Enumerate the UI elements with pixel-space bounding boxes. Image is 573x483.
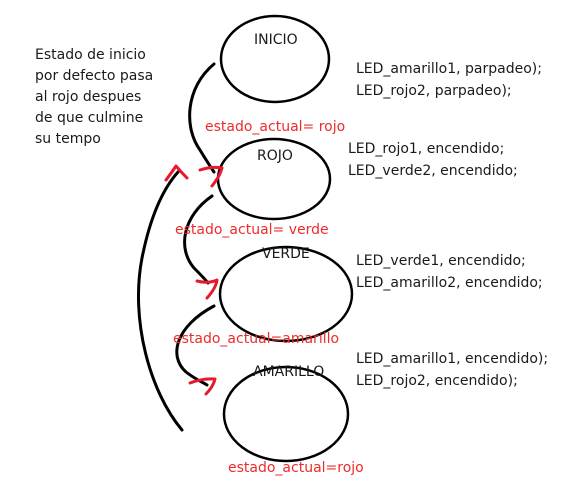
transition-label-verde: estado_actual= verde [175,222,329,238]
transition-rojo-to-verde-curve [183,194,214,285]
amarillo-actions: LED_amarillo1, encendido); LED_rojo2, en… [356,348,548,392]
inicio-actions: LED_amarillo1, parpadeo); LED_rojo2, par… [356,58,542,102]
inicio-action-line-1: LED_amarillo1, parpadeo); [356,61,542,77]
state-verde-node [218,245,354,343]
transition-label-return-rojo: estado_actual=rojo [228,460,364,476]
verde-action-line-2: LED_amarillo2, encendido; [356,275,543,291]
amarillo-action-line-1: LED_amarillo1, encendido); [356,351,549,367]
transition-label-amarillo: estado_actual=amarillo [173,331,340,347]
rojo-actions: LED_rojo1, encendido; LED_verde2, encend… [348,138,518,182]
arrowhead-verde-icon [195,278,219,300]
verde-action-line-1: LED_verde1, encendido; [356,253,526,269]
transition-label-rojo: estado_actual= rojo [205,119,346,135]
state-amarillo-label: AMARILLO [253,364,325,380]
rojo-action-line-2: LED_verde2, encendido; [348,163,518,179]
rojo-action-line-1: LED_rojo1, encendido; [348,141,505,157]
state-inicio-label: INICIO [254,32,298,48]
state-verde-label: VERDE [262,246,310,262]
arrowhead-amarillo-icon [188,377,217,396]
verde-actions: LED_verde1, encendido; LED_amarillo2, en… [356,250,543,294]
arrowhead-rojo-icon [198,165,224,188]
transition-inicio-to-rojo-curve [188,62,216,174]
transition-verde-to-amarillo-curve [175,304,216,387]
transition-amarillo-to-rojo-curve [136,170,184,432]
inicio-action-line-2: LED_rojo2, parpadeo); [356,83,512,99]
state-rojo-label: ROJO [257,148,293,164]
amarillo-action-line-2: LED_rojo2, encendido); [356,373,518,389]
arrowhead-return-icon [164,164,189,182]
state-amarillo-node [222,365,350,463]
initial-state-note: Estado de inicio por defecto pasa al roj… [35,47,154,147]
state-inicio-node [219,14,331,104]
